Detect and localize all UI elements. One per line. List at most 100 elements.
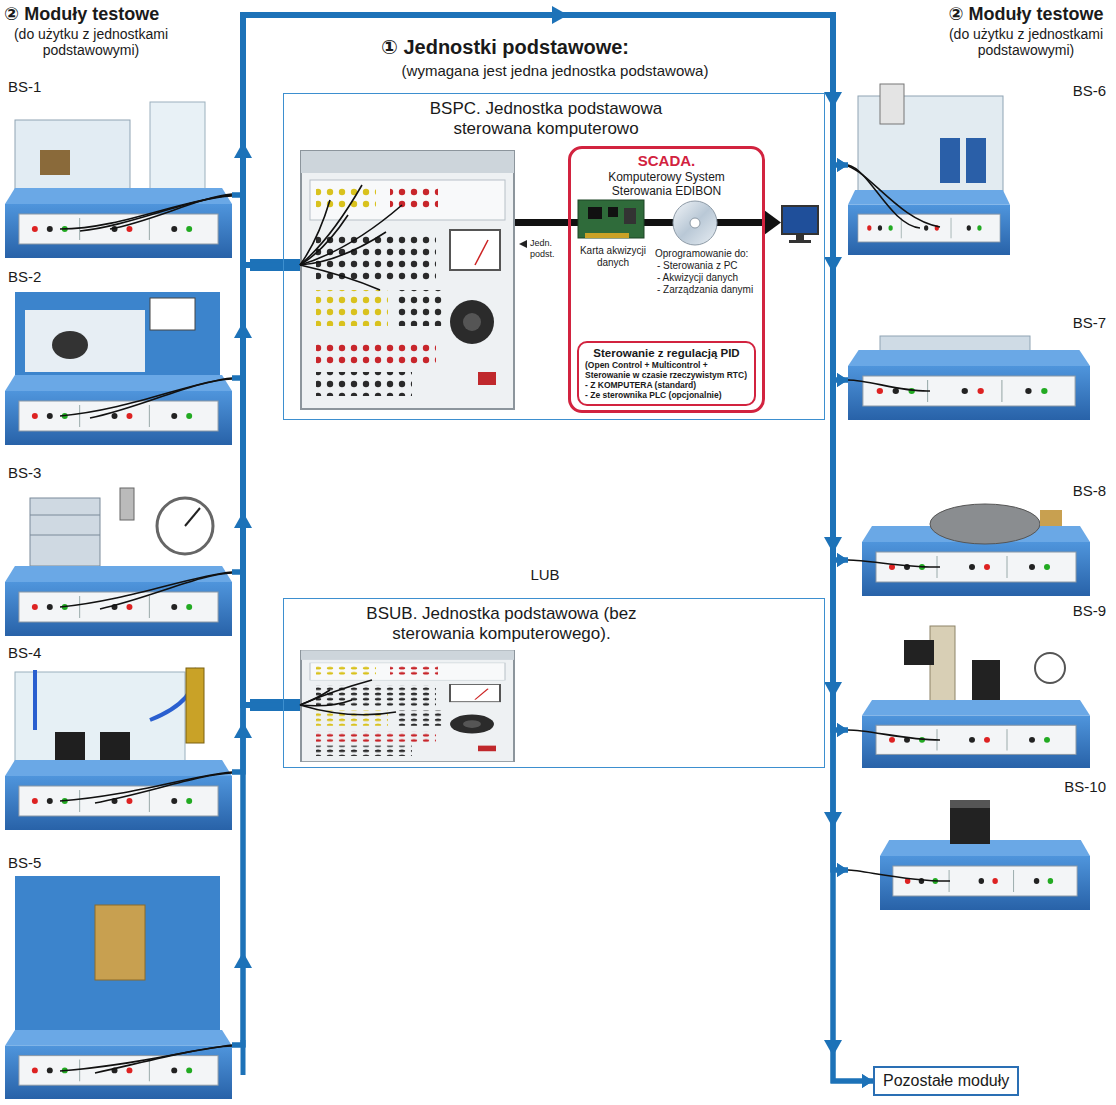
module-code: BS-8 xyxy=(1073,482,1106,500)
test-module: BS-7 xyxy=(848,312,1110,422)
base-unit-box: BSUB. Jednostka podstawowa (bez sterowan… xyxy=(283,598,825,768)
bus-connector xyxy=(243,15,848,877)
bus-connector xyxy=(243,15,848,705)
bus-connector xyxy=(232,378,283,705)
bus-connector xyxy=(243,15,848,705)
arrow-head xyxy=(837,553,848,567)
bus-connector xyxy=(232,705,283,1045)
pid-box: Sterowanie z regulacją PID(Open Control … xyxy=(577,341,756,406)
bus-connector xyxy=(232,572,283,705)
scada-text: Karta akwizycji danych xyxy=(573,245,653,269)
bus-connector xyxy=(232,265,283,378)
arrow-head xyxy=(837,553,848,567)
test-module: BS-1 xyxy=(4,76,232,260)
scada-text: - Zarządzania danymi xyxy=(657,284,761,296)
arrow-head xyxy=(837,863,848,877)
bus-line xyxy=(232,705,283,1045)
bus-connector xyxy=(232,195,283,705)
bus-line xyxy=(232,265,283,1045)
bus-connector xyxy=(232,265,283,772)
bus-line xyxy=(243,15,848,560)
bus-connector xyxy=(243,15,873,1088)
arrow-head xyxy=(837,158,848,172)
bus-line xyxy=(232,705,283,772)
test-module: BS-8 xyxy=(848,480,1110,598)
bus-connector xyxy=(232,265,283,1045)
more-modules-box: Pozostałe moduły xyxy=(873,1066,1019,1096)
bus-connector xyxy=(243,15,848,705)
scada-box: SCADA.Komputerowy System Sterowania EDIB… xyxy=(568,146,765,413)
module-code: BS-2 xyxy=(8,268,41,286)
scada-text: - Sterowania z PC xyxy=(657,260,761,272)
bus-line xyxy=(243,15,848,705)
scada-illustration xyxy=(515,200,818,248)
bus-line xyxy=(232,265,283,572)
bus-line xyxy=(232,265,283,772)
module-code: BS-9 xyxy=(1073,602,1106,620)
section-note: (do użytku z jednostkami podstawowymi) xyxy=(0,26,182,58)
bus-connector xyxy=(243,15,873,1088)
test-module-photo xyxy=(5,84,1090,1099)
bus-connector xyxy=(243,15,848,737)
unit-title: BSUB. Jednostka podstawowa (bez sterowan… xyxy=(364,604,639,644)
bus-line xyxy=(243,15,873,1081)
bus-connector xyxy=(232,705,283,772)
bus-line xyxy=(243,15,848,870)
bus-line xyxy=(243,15,848,730)
bus-line xyxy=(232,265,283,378)
arrow-head xyxy=(837,723,848,737)
bus-line xyxy=(243,15,848,730)
arrow-label: Jedn. podst. xyxy=(530,238,564,260)
module-code: BS-3 xyxy=(8,464,41,482)
arrow-head xyxy=(862,1074,873,1088)
bus-connector xyxy=(232,195,283,265)
pid-text: (Open Control + Multicontrol + Sterowani… xyxy=(585,360,748,380)
section-heading: ① Jednostki podstawowe: xyxy=(300,36,710,59)
module-code: BS-10 xyxy=(1064,778,1106,796)
bus-line xyxy=(232,378,283,705)
bus-connector xyxy=(243,15,848,387)
test-module: BS-4 xyxy=(4,642,232,832)
section-note: (wymagana jest jedna jednostka podstawow… xyxy=(340,62,770,80)
pid-text: Sterowanie z regulacją PID xyxy=(585,346,748,360)
bus-line xyxy=(243,15,848,705)
section-heading: ② Moduły testowe xyxy=(4,4,159,25)
module-code: BS-1 xyxy=(8,78,41,96)
bus-connector xyxy=(232,265,283,572)
scada-text: Komputerowy System Sterowania EDIBON xyxy=(591,170,742,198)
bus-line xyxy=(232,195,283,705)
unit-title: BSPC. Jednostka podstawowa sterowana kom… xyxy=(421,99,671,139)
pid-text: - Z KOMPUTERA (standard) xyxy=(585,380,748,390)
bus-line xyxy=(243,15,848,870)
box-label: Pozostałe moduły xyxy=(883,1071,1009,1091)
section-heading: ② Moduły testowe xyxy=(936,4,1116,25)
test-module: BS-6 xyxy=(848,80,1110,258)
test-module: BS-2 xyxy=(4,266,232,446)
separator-word: LUB xyxy=(495,566,595,584)
pid-text: - Ze sterownika PLC (opcjonalnie) xyxy=(585,390,748,400)
test-module: BS-3 xyxy=(4,462,232,638)
bus-decoration xyxy=(234,6,842,1075)
bus-line xyxy=(243,15,848,380)
scada-text: Oprogramowanie do: xyxy=(655,248,761,260)
module-code: BS-5 xyxy=(8,854,41,872)
arrow-head xyxy=(837,373,848,387)
arrow-head xyxy=(837,723,848,737)
bus-connector xyxy=(243,15,848,567)
bus-line xyxy=(232,195,283,265)
arrow-head xyxy=(862,1074,873,1088)
bus-connector xyxy=(243,15,848,877)
scada-text: - Akwizycji danych xyxy=(657,272,761,284)
bus-connector xyxy=(243,15,848,737)
bus-connector xyxy=(243,15,848,265)
bus-line xyxy=(243,15,848,705)
section-note: (do użytku z jednostkami podstawowymi) xyxy=(936,26,1116,58)
bus-line xyxy=(243,15,848,265)
scada-text: SCADA. xyxy=(571,152,762,169)
arrow-head xyxy=(837,863,848,877)
module-code: BS-4 xyxy=(8,644,41,662)
test-module: BS-5 xyxy=(4,852,232,1101)
